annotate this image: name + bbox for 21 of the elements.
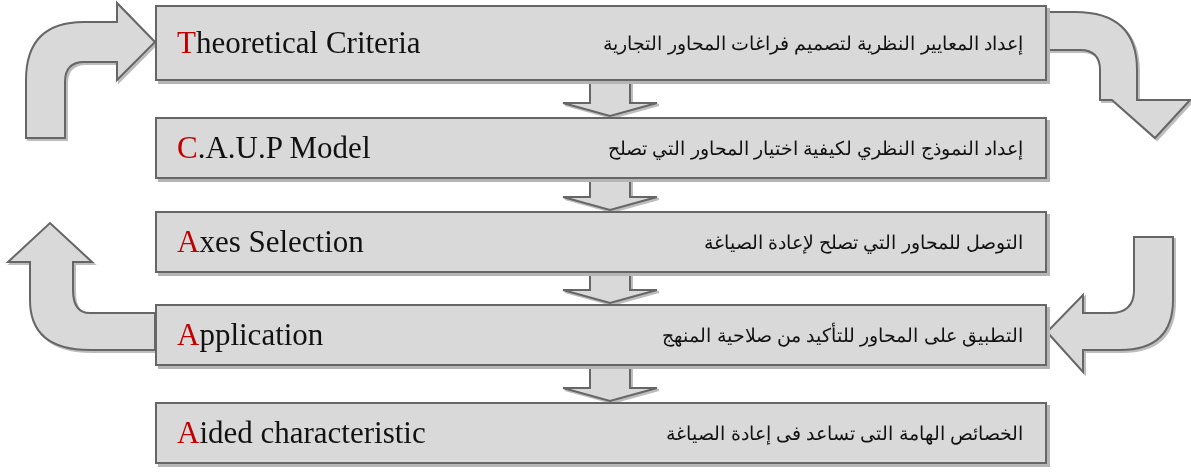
- process-box: [155, 211, 1047, 273]
- block-arrow: [562, 81, 658, 118]
- step-title: Axes Selection: [177, 224, 364, 260]
- step-description: إعداد النموذج النظري لكيفية اختيار المحاور التي تصلح: [608, 136, 1023, 160]
- block-arrow: [562, 179, 658, 212]
- step-title: C.A.U.P Model: [177, 130, 371, 166]
- process-box: [155, 117, 1047, 179]
- step-description: إعداد المعايير النظرية لتصميم فراغات المحاور التجارية: [603, 31, 1023, 55]
- curved-arrow: [25, 2, 156, 139]
- step-description: الخصائص الهامة التى تساعد فى إعادة الصياغة: [666, 421, 1023, 445]
- block-arrow: [562, 273, 658, 305]
- step-description: التطبيق على المحاور للتأكيد من صلاحية المنهج: [662, 323, 1023, 347]
- process-box: [155, 304, 1047, 366]
- process-box: [155, 5, 1047, 81]
- step-title: Aided characteristic: [177, 415, 426, 451]
- curved-arrow: [7, 222, 156, 351]
- block-arrow: [562, 366, 658, 403]
- step-title: Application: [177, 317, 324, 353]
- step-description: التوصل للمحاور التي تصلح لإعادة الصياغة: [703, 230, 1023, 254]
- process-box: [155, 402, 1047, 464]
- step-title: Theoretical Criteria: [177, 25, 421, 61]
